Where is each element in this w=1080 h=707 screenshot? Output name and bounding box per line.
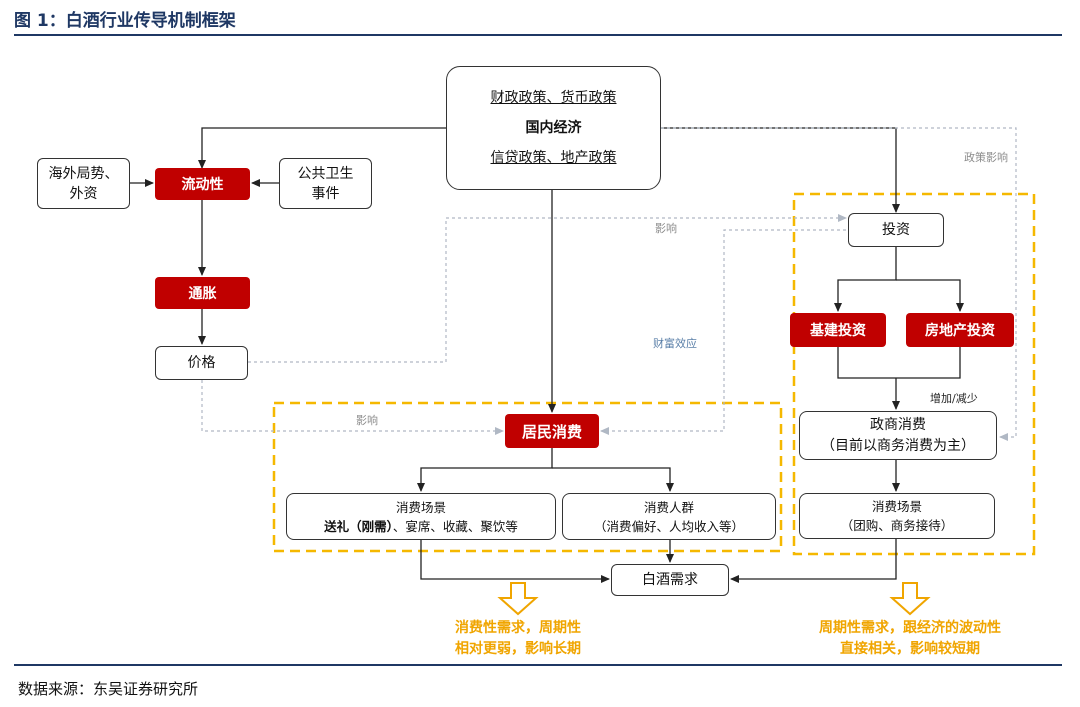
wealth-effect-label: 财富效应: [653, 337, 697, 350]
right-down-arrow: [889, 582, 931, 616]
overseas-line1: 海外局势、: [48, 165, 119, 182]
increase-decrease-label: 增加/减少: [930, 392, 978, 405]
arrow-macro-investment: [661, 127, 900, 213]
credit-property-policy: 信贷政策、地产政策: [490, 150, 617, 166]
gov-business-box: 政商消费 （目前以商务消费为主）: [799, 411, 997, 460]
resident-group-border: [272, 401, 783, 553]
gov-business-detail: （目前以商务消费为主）: [821, 437, 975, 454]
left-down-arrow: [497, 582, 539, 616]
overseas-line2: 外资: [69, 185, 98, 202]
consumption-scene-detail: 送礼（刚需）、宴席、收藏、聚饮等: [324, 517, 518, 536]
gov-scene-detail: （团购、商务接待）: [840, 518, 954, 533]
resident-consumption-node: 居民消费: [505, 414, 599, 448]
right-conclusion-line1: 周期性需求，跟经济的波动性: [819, 620, 1001, 636]
left-conclusion: 消费性需求，周期性 相对更弱，影响长期: [418, 618, 618, 660]
overseas-box: 海外局势、 外资: [37, 158, 130, 209]
consumer-group-box: 消费人群 （消费偏好、人均收入等）: [562, 493, 776, 540]
consumer-group-title: 消费人群: [643, 499, 694, 515]
fiscal-monetary-policy: 财政政策、货币政策: [490, 90, 617, 106]
baijiu-demand-box: 白酒需求: [611, 564, 729, 596]
line-infra-merge: [837, 347, 961, 379]
gov-scene-box: 消费场景 （团购、商务接待）: [799, 493, 995, 539]
domestic-economy: 国内经济: [525, 120, 582, 136]
arrow-investment-split: [834, 247, 897, 312]
top-rule: [14, 34, 1062, 36]
arrow-govscene-demand: [730, 539, 897, 583]
figure-title: 图 1：白酒行业传导机制框架: [14, 11, 236, 31]
inflation-node: 通胀: [155, 277, 250, 309]
right-conclusion: 周期性需求，跟经济的波动性 直接相关，影响较短期: [780, 618, 1040, 660]
arrow-investment-realestate: [896, 279, 964, 312]
dotted-policy-impact: [661, 127, 1017, 441]
public-health-line1: 公共卫生: [297, 165, 354, 182]
data-source: 数据来源：东吴证券研究所: [18, 680, 199, 698]
bottom-rule: [14, 664, 1062, 666]
left-conclusion-line1: 消费性需求，周期性: [455, 620, 581, 636]
investment-box: 投资: [848, 213, 944, 247]
macro-economy-box: 财政政策、货币政策 国内经济 信贷政策、地产政策: [446, 66, 661, 190]
left-conclusion-line2: 相对更弱，影响长期: [455, 641, 581, 657]
impact-label-mid: 影响: [356, 414, 378, 427]
arrow-macro-liquidity: [198, 127, 446, 169]
gift-rigid-demand: 送礼（刚需）: [324, 518, 393, 534]
arrow-resident-scene: [417, 448, 553, 492]
impact-label-top: 影响: [655, 222, 677, 235]
consumption-scene-box: 消费场景 送礼（刚需）、宴席、收藏、聚饮等: [286, 493, 556, 540]
real-estate-node: 房地产投资: [906, 313, 1014, 347]
dotted-price-resident: [201, 380, 504, 435]
infrastructure-node: 基建投资: [790, 313, 886, 347]
arrow-scene-demand: [420, 540, 610, 583]
gov-scene-title: 消费场景: [871, 499, 922, 514]
public-health-line2: 事件: [311, 185, 340, 202]
consumption-scene-title: 消费场景: [395, 499, 446, 515]
price-box: 价格: [155, 346, 248, 380]
gov-business-title: 政商消费: [870, 416, 926, 433]
dotted-price-investment: [248, 214, 847, 363]
scene-rest: 、宴席、收藏、聚饮等: [392, 518, 518, 534]
public-health-box: 公共卫生 事件: [279, 158, 372, 209]
arrow-resident-group: [552, 467, 674, 492]
right-conclusion-line2: 直接相关，影响较短期: [840, 641, 980, 657]
policy-impact-label: 政策影响: [964, 151, 1008, 164]
gov-group-border: [792, 192, 1036, 556]
liquidity-node: 流动性: [155, 168, 250, 200]
dotted-investment-resident: [600, 229, 846, 435]
consumer-group-detail: （消费偏好、人均收入等）: [593, 518, 744, 534]
